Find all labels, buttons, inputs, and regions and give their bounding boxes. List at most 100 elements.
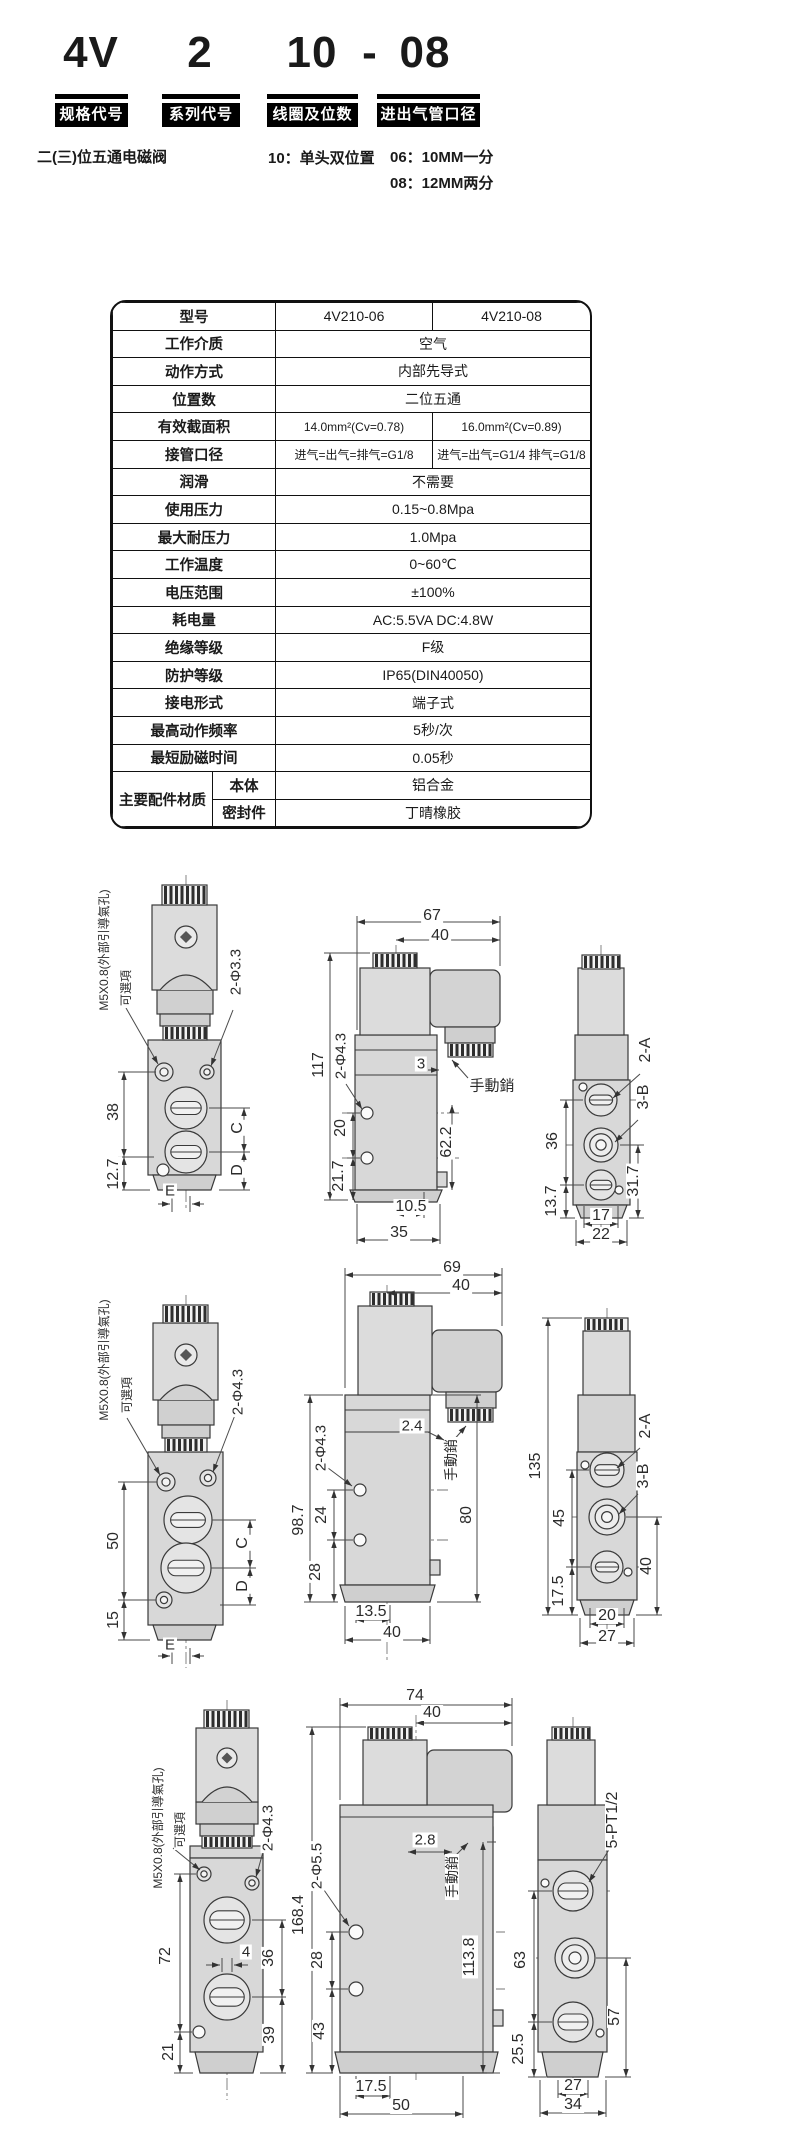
dim-label: 10.5 (393, 1198, 429, 1215)
dim-label: 31.7 (625, 1163, 642, 1199)
table-row: 位置数二位五通 (112, 384, 590, 414)
dim-label: 62.2 (438, 1124, 455, 1160)
dim-label: 3 (414, 1055, 428, 1073)
dim-label: 43 (311, 2020, 328, 2042)
dim-label: 24 (313, 1504, 330, 1526)
cell: 0.15~0.8Mpa (275, 495, 590, 524)
row-label: 使用压力 (112, 495, 276, 524)
dim-label: 63 (512, 1949, 529, 1971)
row-label: 本体 (212, 771, 276, 800)
dim-label: 113.8 (461, 1935, 478, 1979)
dim-label: 20 (332, 1117, 349, 1139)
note-coil: 10：单头双位置 (268, 150, 375, 167)
dim-label: 22 (590, 1226, 612, 1243)
dim-label: D (229, 1162, 246, 1178)
code-port: 08 (399, 28, 451, 77)
dim-label: 2-Φ4.3 (332, 1030, 350, 1082)
underline-bar (162, 94, 240, 99)
valve-front-view (189, 1700, 264, 2100)
dim-label: 2-Φ4.3 (312, 1422, 330, 1474)
dim-label: 21 (160, 2041, 177, 2063)
row-label: 有效截面积 (112, 412, 276, 441)
cell: 铝合金 (275, 771, 590, 800)
cell: 0~60℃ (275, 550, 590, 579)
dim-label: 2-Φ4.3 (229, 1366, 247, 1418)
dim-label: 28 (309, 1949, 326, 1971)
dim-label: 17.5 (550, 1573, 567, 1609)
dim-label: 2-Φ5.5 (308, 1840, 326, 1892)
tag-port: 进出气管口径 (377, 103, 480, 127)
dim-label: 25.5 (510, 2031, 527, 2067)
cell: 端子式 (275, 688, 590, 717)
dim-label: 2.8 (412, 1831, 438, 1849)
dim-label: 40 (429, 927, 451, 944)
dim-label: 可選項 (119, 967, 133, 1009)
dim-label: M5X0.8(外部引導氣孔) (97, 1297, 111, 1423)
dim-label: 168.4 (290, 1892, 307, 1938)
code-series: 2 (187, 28, 213, 77)
dim-label: 35 (388, 1224, 410, 1241)
valve-drawing-svg (118, 875, 644, 1246)
table-row: 主要配件材质本体铝合金 (112, 771, 590, 828)
tag-spec: 规格代号 (55, 103, 128, 127)
dim-label: M5X0.8(外部引導氣孔) (151, 1765, 165, 1891)
dim-label: 74 (404, 1687, 426, 1704)
dim-label: 50 (105, 1530, 122, 1552)
dim-label: 15 (105, 1609, 122, 1631)
dim-label: 98.7 (290, 1502, 307, 1538)
dim-label: 2-A (637, 1035, 654, 1065)
cell: 内部先导式 (275, 357, 590, 386)
table-row: 电压范围±100% (112, 577, 590, 607)
cell: 4V210-06 (275, 302, 433, 331)
row-label: 防护等级 (112, 660, 276, 690)
table-row: 润滑不需要 (112, 467, 590, 497)
row-label: 主要配件材质 (112, 771, 213, 828)
dim-label: 34 (562, 2096, 584, 2113)
dim-label: 27 (562, 2077, 584, 2094)
row-label: 位置数 (112, 384, 276, 414)
valve-front-view (147, 1295, 224, 1668)
dim-label: 2-A (637, 1411, 654, 1441)
dim-label: 3-B (635, 1082, 652, 1112)
cell: F级 (275, 633, 590, 662)
underline-bar (55, 94, 128, 99)
dim-label: 57 (606, 2006, 623, 2028)
row-label: 接电形式 (112, 688, 276, 717)
dim-label: E (162, 1182, 178, 1200)
dim-label: E (162, 1636, 178, 1654)
dim-label: 80 (458, 1504, 475, 1526)
row-label: 动作方式 (112, 357, 276, 386)
dim-label: 40 (450, 1277, 472, 1294)
cell: 二位五通 (275, 384, 590, 414)
dim-label: 13.7 (543, 1183, 560, 1219)
dim-label: 4 (239, 1943, 253, 1961)
note-valve-type: 二(三)位五通电磁阀 (37, 149, 167, 166)
cell: 1.0Mpa (275, 522, 590, 552)
dim-label: 40 (638, 1555, 655, 1577)
code-coil: 10 (286, 28, 338, 77)
row-label: 密封件 (212, 798, 276, 828)
dimension-lines (118, 1268, 662, 1664)
valve-front-view (536, 1717, 610, 2088)
underline-bar (267, 94, 358, 99)
dim-label: 40 (421, 1704, 443, 1721)
dim-label: 手動銷 (443, 1437, 459, 1483)
valve-side-view (332, 1285, 503, 1660)
dim-label: C (234, 1535, 251, 1551)
dim-label: 67 (421, 907, 443, 924)
dim-label: 5-PT1/2 (604, 1789, 621, 1851)
row-label: 最高动作频率 (112, 715, 276, 745)
dim-label: 27 (596, 1628, 618, 1645)
